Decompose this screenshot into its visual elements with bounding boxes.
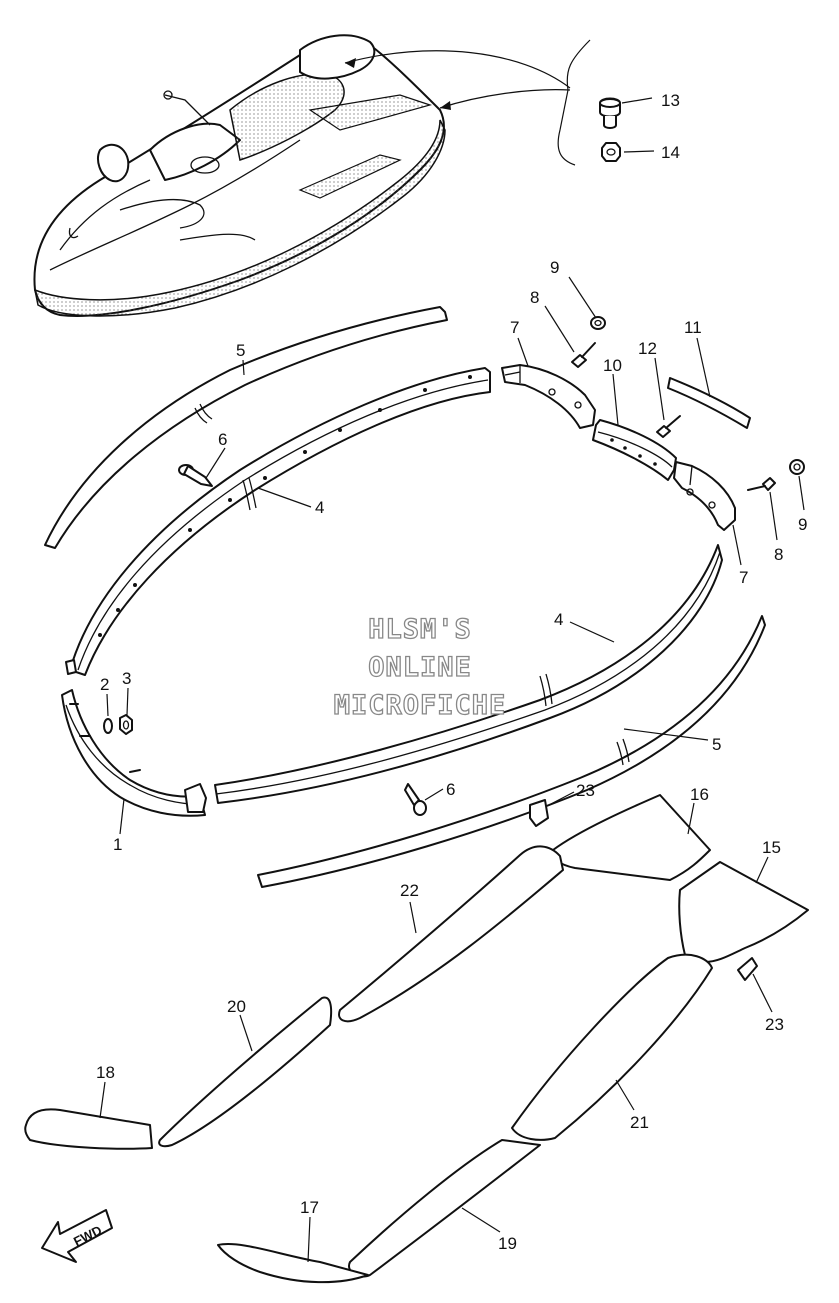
part-11-strip xyxy=(667,377,751,429)
callout-5: 5 xyxy=(712,735,721,754)
callout-19: 19 xyxy=(498,1234,517,1253)
callout-5: 5 xyxy=(236,341,245,360)
callout-8: 8 xyxy=(774,545,783,564)
fwd-arrow-icon: FWD xyxy=(41,1209,113,1263)
part-23-mat-small-upper xyxy=(529,799,549,827)
watermark-line-1: HLSM'S xyxy=(368,613,472,645)
callout-16: 16 xyxy=(690,785,709,804)
callout-23: 23 xyxy=(765,1015,784,1034)
part-1-front-rail xyxy=(61,689,207,817)
callout-7: 7 xyxy=(739,568,748,587)
callout-17: 17 xyxy=(300,1198,319,1217)
callout-6: 6 xyxy=(446,780,455,799)
callout-4: 4 xyxy=(315,498,324,517)
detail-bracket xyxy=(557,39,591,166)
part-5-rub-rail-cover-upper xyxy=(44,306,448,549)
part-3-nut xyxy=(119,714,133,735)
part-23-mat-small-lower xyxy=(737,957,758,981)
part-6-screw-lower xyxy=(404,783,427,816)
part-20-mat xyxy=(158,996,333,1148)
part-7-corner-piece-lower xyxy=(673,461,736,531)
callout-2: 2 xyxy=(100,675,109,694)
callout-15: 15 xyxy=(762,838,781,857)
part-12-screw xyxy=(656,415,681,438)
watercraft-illustration xyxy=(33,34,446,317)
part-13-grommet xyxy=(599,97,621,129)
part-2-washer xyxy=(103,718,113,734)
callout-11: 11 xyxy=(684,318,702,337)
callout-14: 14 xyxy=(661,143,680,162)
callout-9: 9 xyxy=(798,515,807,534)
part-9-nut-upper xyxy=(590,316,606,330)
watermark-line-2: ONLINE xyxy=(368,651,472,683)
callout-12: 12 xyxy=(638,339,657,358)
callout-labels: 13 14 9 8 7 11 12 10 5 6 4 9 8 7 4 2 3 5… xyxy=(96,91,807,1253)
callout-7: 7 xyxy=(510,318,519,337)
part-18-mat xyxy=(24,1108,153,1150)
part-6-screw-upper xyxy=(178,464,213,487)
part-14-nut xyxy=(601,142,621,162)
callout-8: 8 xyxy=(530,288,539,307)
callout-4: 4 xyxy=(554,610,563,629)
callout-1: 1 xyxy=(113,835,122,854)
callout-9: 9 xyxy=(550,258,559,277)
callout-10: 10 xyxy=(603,356,622,375)
callout-23: 23 xyxy=(576,781,595,800)
callout-21: 21 xyxy=(630,1113,649,1132)
part-21-mat xyxy=(511,953,713,1141)
part-9-nut-lower xyxy=(789,459,805,475)
watermark-line-3: MICROFICHE xyxy=(333,689,507,721)
part-8-rivet-upper xyxy=(571,342,596,368)
callout-13: 13 xyxy=(661,91,680,110)
part-16-mat xyxy=(551,794,711,881)
leader-lines xyxy=(99,97,805,1263)
callout-22: 22 xyxy=(400,881,419,900)
callout-20: 20 xyxy=(227,997,246,1016)
part-8-rivet-lower xyxy=(747,477,776,491)
callout-6: 6 xyxy=(218,430,227,449)
part-22-mat xyxy=(338,845,564,1023)
part-5-rub-rail-cover-lower xyxy=(257,615,766,888)
part-19-mat xyxy=(348,1139,541,1278)
part-4-rub-rail-lower xyxy=(214,544,723,804)
part-7-corner-piece-upper xyxy=(501,364,596,429)
callout-3: 3 xyxy=(122,669,131,688)
part-17-mat xyxy=(217,1243,369,1284)
callout-18: 18 xyxy=(96,1063,115,1082)
part-15-mat xyxy=(678,861,809,963)
part-4-rub-rail-upper xyxy=(65,367,491,676)
